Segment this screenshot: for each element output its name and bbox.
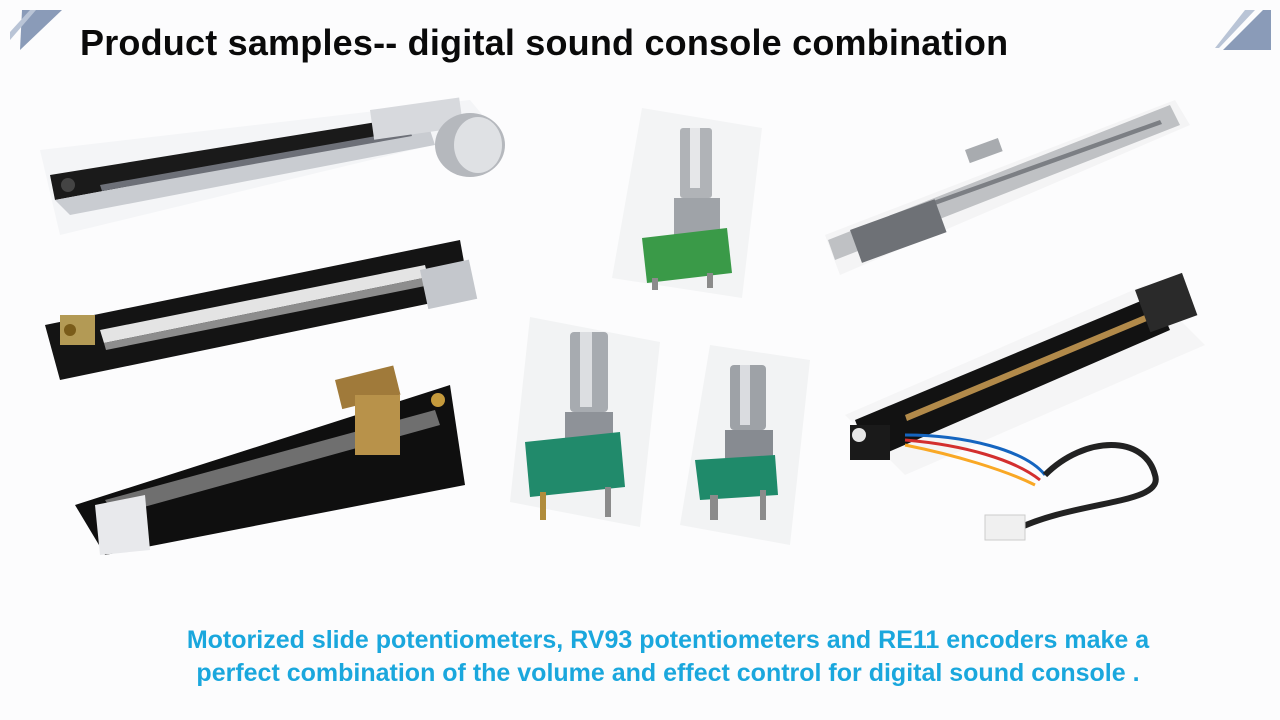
- rv93-potentiometer-photo-2: [510, 317, 660, 527]
- slide-title: Product samples-- digital sound console …: [80, 22, 1009, 63]
- motorized-slide-potentiometer-photo-4: [825, 100, 1190, 275]
- motorized-slide-potentiometer-photo-2: [45, 240, 478, 380]
- caption-line-2: perfect combination of the volume and ef…: [196, 659, 1140, 687]
- rv93-potentiometer-photo-1: [612, 108, 762, 298]
- corner-stripes-left: [10, 10, 62, 50]
- caption-line-1: Motorized slide potentiometers, RV93 pot…: [186, 626, 1150, 654]
- corner-stripes-right: [1215, 10, 1271, 50]
- re11-encoder-photo: [680, 345, 810, 545]
- motorized-slide-potentiometer-photo-3: [75, 365, 465, 555]
- caption-text: Motorized slide potentiometers, RV93 pot…: [100, 624, 1236, 690]
- motorized-slide-potentiometer-with-cable-photo: [845, 272, 1205, 541]
- motorized-slide-potentiometer-photo-1: [40, 97, 505, 235]
